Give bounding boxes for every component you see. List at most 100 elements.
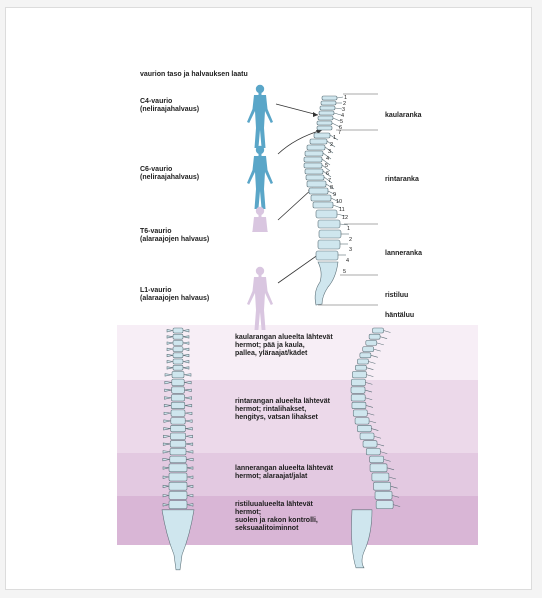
front-transverse (165, 381, 172, 384)
side-vertebra (372, 473, 389, 481)
side-vertebra (374, 482, 391, 490)
front-transverse (187, 476, 193, 479)
front-vertebra (169, 482, 187, 490)
side-spinous-process (380, 452, 387, 454)
svg-text:7: 7 (328, 178, 331, 184)
side-spinous-process (366, 375, 373, 377)
side-spinous-process (392, 495, 399, 497)
front-vertebra (169, 473, 187, 481)
level-c4-subtitle: (neliraajahalvaus) (140, 106, 199, 114)
front-transverse (164, 420, 171, 423)
side-spinous-process (366, 405, 373, 407)
front-vertebra (173, 328, 183, 333)
svg-text:1: 1 (333, 135, 336, 141)
front-transverse (164, 428, 171, 431)
side-spinous-process (384, 331, 391, 333)
front-transverse (164, 404, 171, 407)
svg-text:4: 4 (326, 156, 329, 162)
level-c6-subtitle: (neliraajahalvaus) (140, 174, 199, 182)
front-vertebra (173, 347, 183, 352)
side-spine-lower (351, 328, 400, 568)
svg-text:11: 11 (339, 207, 345, 213)
side-vertebra (360, 353, 371, 358)
svg-text:4: 4 (346, 258, 349, 264)
front-vertebra (170, 441, 186, 448)
arrow-c4 (276, 104, 318, 115)
front-transverse (185, 428, 192, 431)
side-spinous-process (389, 477, 396, 479)
side-spinous-process (369, 421, 376, 423)
front-transverse (185, 412, 192, 415)
level-t6-subtitle: (alaraajojen halvaus) (140, 236, 209, 244)
front-transverse (184, 381, 191, 384)
side-spinous-process (371, 355, 378, 357)
side-vertebra (351, 395, 365, 402)
front-vertebra (171, 410, 185, 417)
front-transverse (187, 485, 193, 488)
front-transverse (163, 458, 170, 461)
band-text-lumbar: lannerangan alueelta lähtevät hermot; al… (235, 465, 333, 481)
front-transverse (186, 435, 193, 438)
region-coccyx: häntäluu (385, 312, 414, 320)
front-transverse (163, 494, 169, 497)
front-transverse (187, 504, 193, 507)
front-vertebra (173, 365, 183, 370)
side-vertebra (353, 410, 367, 417)
level-c4-title: C4-vaurio (140, 98, 172, 106)
level-t6-title: T6-vaurio (140, 228, 172, 236)
front-transverse (183, 336, 189, 339)
front-transverse (167, 348, 173, 351)
side-spinous-process (365, 398, 372, 400)
svg-text:12: 12 (342, 215, 348, 221)
front-transverse (186, 451, 193, 454)
region-cervical: kaularanka (385, 112, 422, 120)
front-transverse (163, 467, 169, 470)
front-transverse (183, 354, 189, 357)
front-transverse (183, 330, 189, 333)
side-spinous-process (380, 337, 387, 339)
side-sacrum (352, 510, 373, 568)
front-transverse (164, 397, 171, 400)
side-spinous-process (365, 382, 372, 384)
side-spinous-process (368, 362, 375, 364)
front-transverse (184, 374, 191, 377)
front-transverse (183, 348, 189, 351)
svg-text:1: 1 (347, 226, 350, 232)
front-transverse (183, 367, 189, 370)
num-c7: 7 (338, 130, 341, 136)
front-transverse (167, 367, 173, 370)
front-transverse (167, 354, 173, 357)
front-transverse (185, 397, 192, 400)
svg-text:2: 2 (349, 237, 352, 243)
front-transverse (185, 420, 192, 423)
front-vertebra (170, 448, 186, 455)
front-vertebra (170, 433, 185, 440)
front-vertebra (171, 425, 186, 432)
side-spinous-process (377, 343, 384, 345)
side-vertebra (360, 433, 374, 440)
front-vertebra (172, 371, 184, 378)
side-vertebra (355, 365, 366, 370)
front-transverse (163, 504, 169, 507)
figure-c4 (247, 85, 273, 148)
front-transverse (183, 342, 189, 345)
front-transverse (163, 451, 170, 454)
front-transverse (185, 404, 192, 407)
region-lumbar: lanneranka (385, 250, 422, 258)
front-transverse (183, 361, 189, 364)
front-transverse (165, 389, 172, 392)
front-vertebra (171, 395, 184, 402)
front-vertebra (170, 456, 186, 463)
side-vertebra (351, 387, 365, 394)
svg-text:3: 3 (328, 149, 331, 155)
svg-text:2: 2 (330, 142, 333, 148)
side-vertebra (357, 425, 371, 432)
arrow-l1 (278, 252, 322, 283)
front-transverse (186, 458, 193, 461)
side-vertebra (376, 501, 393, 509)
side-spinous-process (377, 444, 384, 446)
front-transverse (163, 435, 170, 438)
level-c6-title: C6-vaurio (140, 166, 172, 174)
side-sacrum (315, 262, 338, 305)
front-vertebra (169, 491, 187, 499)
